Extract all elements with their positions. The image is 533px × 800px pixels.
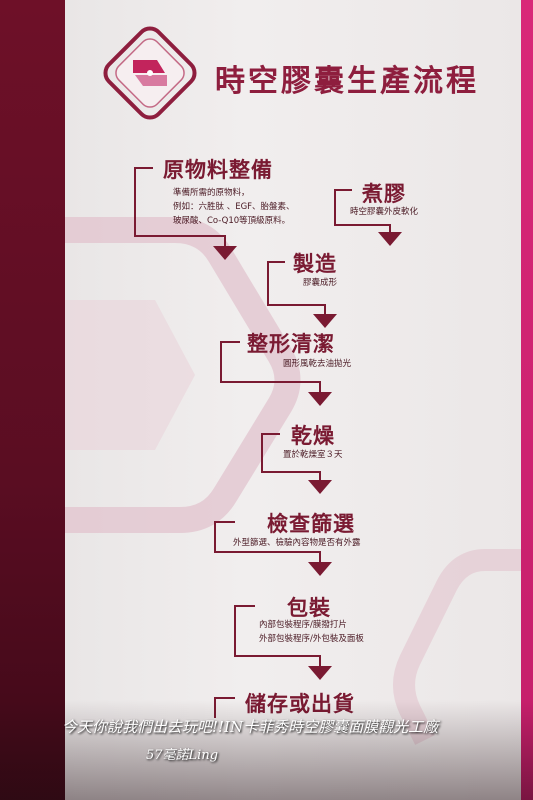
step-desc-line: 時空膠囊外皮軟化 <box>350 207 419 217</box>
step-name: 包裝 <box>287 596 331 620</box>
step-desc: 膠囊成形 <box>303 276 337 290</box>
step-desc: 時空膠囊外皮軟化 <box>350 205 418 219</box>
step-desc: 外型篩選、檢驗內容物是否有外露 <box>233 536 361 550</box>
step-name: 乾燥 <box>291 424 335 448</box>
step-desc-line: 外型篩選、檢驗內容物是否有外露 <box>233 538 361 548</box>
step-desc: 準備所需的原物料， 例如：六胜肽 、EGF、胎盤素、 玻尿酸、Co-Q10等頂級… <box>173 186 295 228</box>
step-name: 製造 <box>293 252 337 276</box>
step-desc-line: 外部包裝程序/外包裝及面板 <box>259 634 364 644</box>
page-title: 時空膠囊生產流程 <box>215 64 479 99</box>
step-name: 原物料整備 <box>163 158 273 182</box>
process-sign-board: 時空膠囊生產流程 <box>65 0 521 800</box>
step-desc-line: 玻尿酸、Co-Q10等頂級原料。 <box>173 216 291 226</box>
step-desc: 內部包裝程序/膜撥打片 外部包裝程序/外包裝及面板 <box>259 618 364 646</box>
step-desc-line: 置於乾燥室３天 <box>283 450 343 460</box>
step-desc-line: 膠囊成形 <box>303 278 338 288</box>
step-desc-line: 圓形風乾去油拋光 <box>283 359 352 369</box>
step-name: 整形清潔 <box>247 332 335 356</box>
step-desc: 置於乾燥室３天 <box>283 448 343 462</box>
floor-shadow <box>0 700 533 800</box>
step-name: 儲存或出貨 <box>245 688 355 718</box>
step-desc-line: 例如：六胜肽 、EGF、胎盤素、 <box>173 202 295 212</box>
capsule-logo-icon <box>103 26 197 120</box>
maroon-wall <box>0 0 70 800</box>
step-desc-line: 內部包裝程序/膜撥打片 <box>259 620 347 630</box>
photo-caption: 今天你說我們出去玩吧!!IN卡菲秀時空膠囊面膜觀光工廠 <box>62 718 439 736</box>
photo-signature: 57毫諾Ling <box>146 748 219 763</box>
step-desc: 圓形風乾去油拋光 <box>283 357 351 371</box>
step-name: 煮膠 <box>362 182 406 206</box>
step-name: 檢查篩選 <box>267 512 355 536</box>
step-desc-line: 準備所需的原物料， <box>173 188 250 198</box>
